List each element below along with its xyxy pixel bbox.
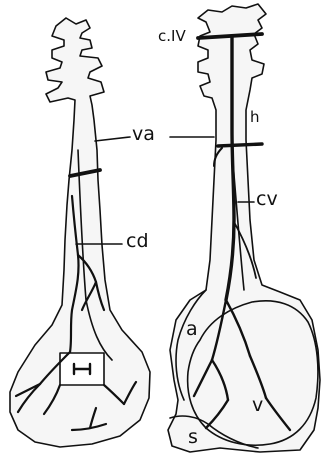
label-c-iv: c.IV — [158, 29, 186, 44]
label-cd: cd — [126, 232, 149, 251]
label-va: va — [132, 125, 155, 144]
right-top-branches — [168, 4, 320, 452]
label-v: v — [252, 396, 263, 415]
right-specimen — [168, 4, 320, 452]
label-s: s — [188, 428, 198, 447]
label-h: h — [250, 110, 260, 125]
left-va-pointer — [95, 137, 130, 141]
label-a: a — [186, 320, 198, 339]
label-cv: cv — [256, 190, 278, 209]
